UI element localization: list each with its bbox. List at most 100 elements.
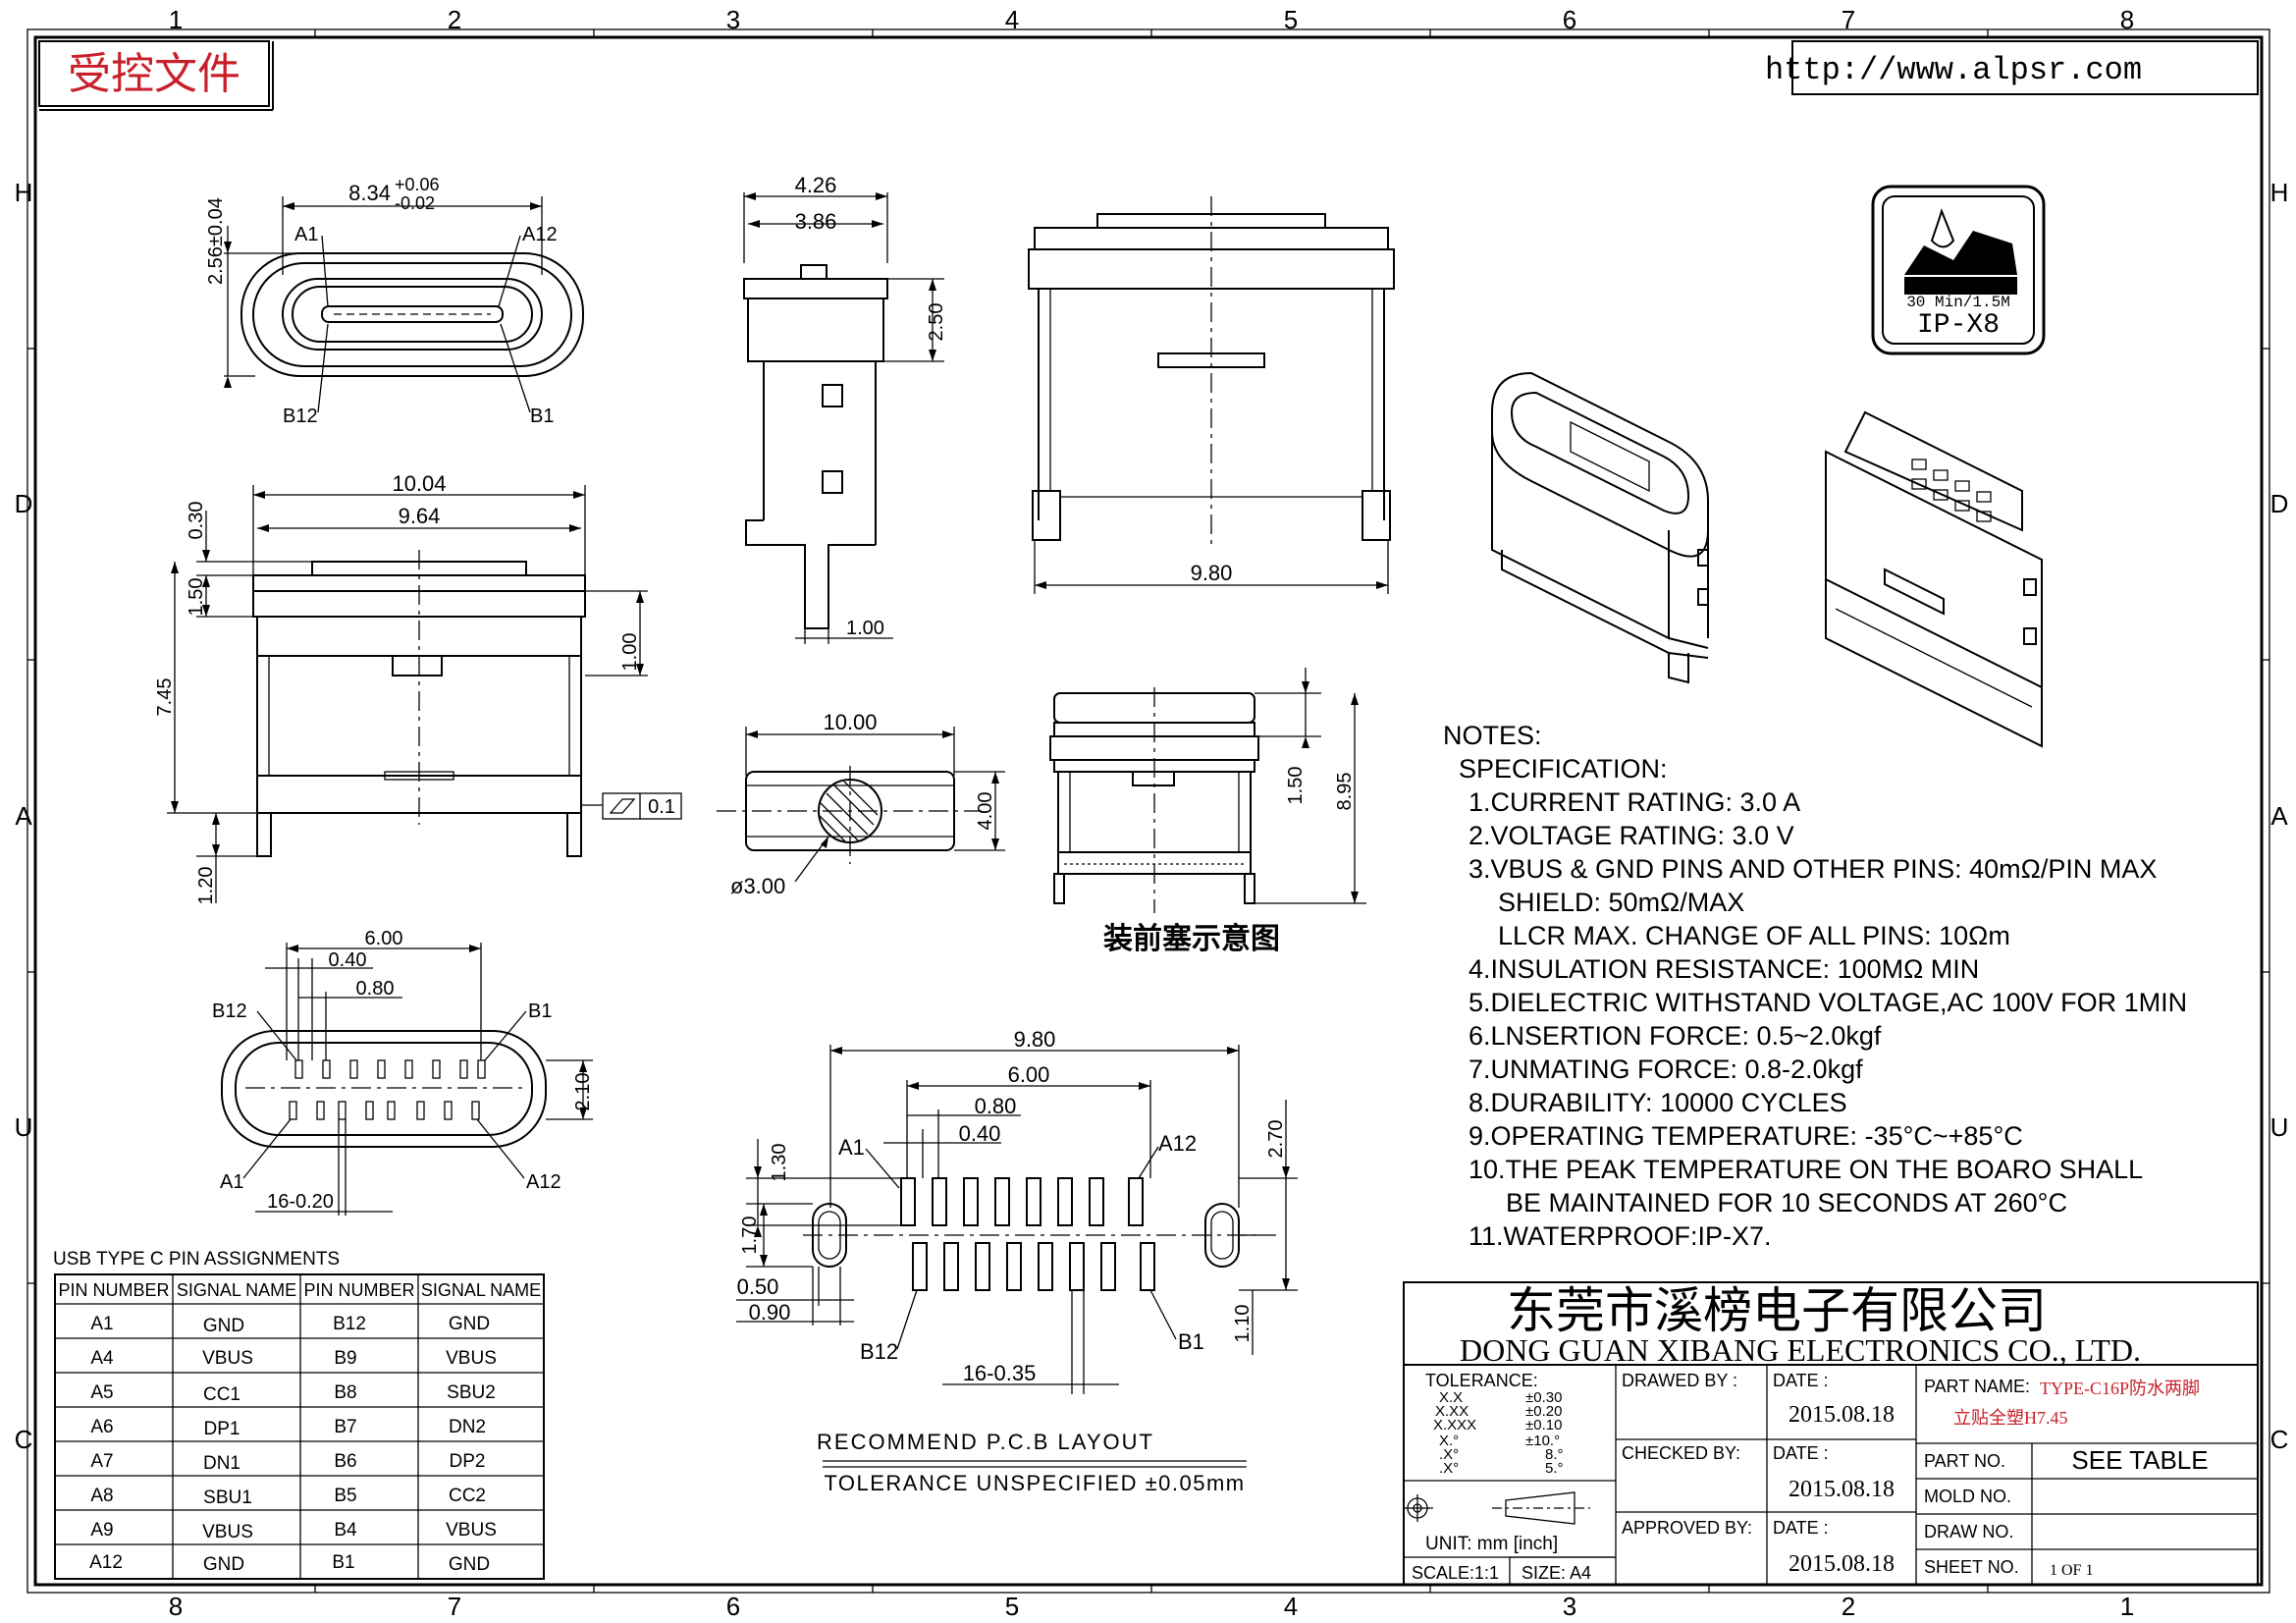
zone-top-8: 8	[2120, 5, 2134, 34]
elev-body-height: 7.45	[154, 678, 176, 717]
badge-line1: 30 Min/1.5M	[1906, 294, 2010, 311]
note-line: 7.UNMATING FORCE: 0.8-2.0kgf	[1468, 1055, 1863, 1084]
plug-view: 10.00 4.00 ø3.00	[717, 710, 1005, 898]
elev-top-gap: 0.30	[186, 502, 207, 540]
company-name-cn: 东莞市溪榜电子有限公司	[1507, 1283, 2047, 1338]
assembled-flange: 1.50	[1285, 767, 1307, 805]
zone-left-h: H	[15, 178, 33, 207]
checked-by-label: CHECKED BY:	[1622, 1443, 1740, 1463]
table-cell: A8	[90, 1486, 113, 1506]
notes-subheading: SPECIFICATION:	[1459, 754, 1668, 784]
tol-key: X.XXX	[1433, 1417, 1476, 1434]
zone-bottom-7: 7	[448, 1592, 461, 1621]
side-outer-width: 4.26	[795, 173, 837, 197]
sheet-no-value: 1 OF 1	[2050, 1562, 2093, 1579]
plug-height: 4.00	[975, 792, 996, 831]
side-height: 2.50	[926, 303, 947, 342]
table-cell: B6	[334, 1451, 356, 1472]
tol-value: ±0.10	[1525, 1417, 1562, 1434]
pinface-label-a1: A1	[220, 1171, 243, 1193]
front-label-a12: A12	[522, 224, 558, 245]
zone-top-6: 6	[1563, 5, 1576, 34]
title-block: 东莞市溪榜电子有限公司 DONG GUAN XIBANG ELECTRONICS…	[1403, 1281, 2259, 1586]
pcb-pad-row-bottom	[912, 1242, 1155, 1291]
table-cell: CC2	[449, 1486, 486, 1506]
zone-bottom-1: 1	[2120, 1592, 2134, 1621]
front-label-a1: A1	[294, 224, 318, 245]
part-name-label: PART NAME:	[1924, 1377, 2030, 1396]
assembled-overall: 8.95	[1334, 773, 1356, 811]
elev-flange-width: 9.64	[399, 504, 441, 528]
tol-key: X.°	[1439, 1433, 1459, 1449]
date-label: DATE :	[1773, 1371, 1829, 1390]
unit-label: UNIT: mm [inch]	[1425, 1534, 1558, 1554]
table-cell: VBUS	[202, 1348, 253, 1369]
table-cell: VBUS	[446, 1348, 497, 1369]
table-cell: B12	[333, 1314, 366, 1334]
plug-diameter: ø3.00	[730, 874, 785, 898]
front-tol-plus: +0.06	[395, 175, 440, 194]
pcb-bottom-row: 1.10	[1232, 1305, 1254, 1343]
water-wave-icon	[1904, 231, 2017, 275]
part-no-value: SEE TABLE	[2071, 1445, 2208, 1475]
projection-cone-icon	[1505, 1491, 1575, 1525]
drawn-by-label: DRAWED BY :	[1622, 1371, 1737, 1390]
notes-block: NOTES: SPECIFICATION: 1.CURRENT RATING: …	[1443, 721, 2187, 1251]
pin-assignment-table: USB TYPE C PIN ASSIGNMENTS PIN NUMBER SI…	[53, 1249, 545, 1580]
zone-left-c: C	[15, 1425, 33, 1454]
pcb-pitch-b: 0.80	[975, 1094, 1017, 1118]
tolerance-label: TOLERANCE:	[1425, 1371, 1538, 1390]
zone-right-h: H	[2270, 178, 2289, 207]
table-cell: SBU1	[203, 1488, 252, 1508]
pin-table-title: USB TYPE C PIN ASSIGNMENTS	[53, 1249, 340, 1270]
pcb-layout: 9.80 6.00 0.80 0.40 A1 A12 B	[736, 1027, 1298, 1495]
note-line: 8.DURABILITY: 10000 CYCLES	[1468, 1088, 1847, 1117]
assembled-view: 1.50 8.95 装前塞示意图	[1049, 668, 1366, 955]
elev-overall-width: 10.04	[392, 471, 446, 496]
draw-no-label: DRAW NO.	[1924, 1522, 2013, 1542]
note-line: BE MAINTAINED FOR 10 SECONDS AT 260°C	[1506, 1188, 2067, 1217]
elev-flange-height: 1.50	[186, 578, 207, 617]
zone-right-c: C	[2270, 1425, 2289, 1454]
pin-table-header: PIN NUMBER	[303, 1280, 414, 1300]
note-line: 10.THE PEAK TEMPERATURE ON THE BOARO SHA…	[1468, 1155, 2143, 1184]
tol-value: 5.°	[1545, 1460, 1564, 1477]
top-width: 9.80	[1191, 561, 1233, 585]
table-cell: B1	[332, 1552, 354, 1573]
pcb-tolerance: TOLERANCE UNSPECIFIED ±0.05mm	[824, 1471, 1245, 1495]
website-url: http://www.alpsr.com	[1765, 52, 2142, 88]
approved-by-label: APPROVED BY:	[1622, 1518, 1752, 1538]
tol-value: ±0.20	[1525, 1403, 1562, 1420]
elevation-view: 10.04 9.64 0.30 1.50 7.45 1.20	[154, 471, 682, 904]
pcb-overall: 9.80	[1014, 1027, 1056, 1052]
url-box: http://www.alpsr.com	[1765, 40, 2259, 95]
front-view: 8.34 +0.06 -0.02 2.56±0.04 A1 A12 B12 B1	[205, 175, 584, 427]
pcb-pad-width: 16-0.35	[963, 1361, 1037, 1385]
pcb-label-a12: A12	[1158, 1131, 1197, 1156]
zone-top-5: 5	[1284, 5, 1298, 34]
sheet-no-label: SHEET NO.	[1924, 1557, 2019, 1577]
pinface-label-b12: B12	[212, 1001, 247, 1022]
zone-left-d: D	[15, 489, 33, 518]
part-no-label: PART NO.	[1924, 1451, 2005, 1471]
note-line: 2.VOLTAGE RATING: 3.0 V	[1468, 821, 1794, 850]
table-cell: A12	[89, 1552, 123, 1573]
tol-value: 8.°	[1545, 1446, 1564, 1463]
table-cell: DP1	[204, 1419, 240, 1439]
zone-left-u: U	[15, 1112, 33, 1142]
pcb-slot-width: 0.50	[737, 1274, 779, 1299]
tol-key: .X°	[1439, 1446, 1459, 1463]
drawing-frame: 1 2 3 4 5 6 7 8 8 7 6 5 4 3 2 1 H D A U …	[15, 5, 2289, 1621]
pin-table-header: PIN NUMBER	[58, 1280, 169, 1300]
zone-top-4: 4	[1005, 5, 1019, 34]
front-label-b12: B12	[283, 406, 318, 427]
pcb-pin-span: 6.00	[1008, 1062, 1050, 1087]
note-line: 6.LNSERTION FORCE: 0.5~2.0kgf	[1468, 1021, 1882, 1051]
table-cell: DN1	[203, 1453, 240, 1474]
scale-label: SCALE:1:1	[1412, 1563, 1499, 1583]
size-label: SIZE: A4	[1522, 1563, 1591, 1583]
pinface-label-a12: A12	[526, 1171, 561, 1193]
table-cell: B9	[334, 1348, 356, 1369]
notes-heading: NOTES:	[1443, 721, 1542, 750]
controlled-stamp: 受控文件	[38, 40, 274, 111]
